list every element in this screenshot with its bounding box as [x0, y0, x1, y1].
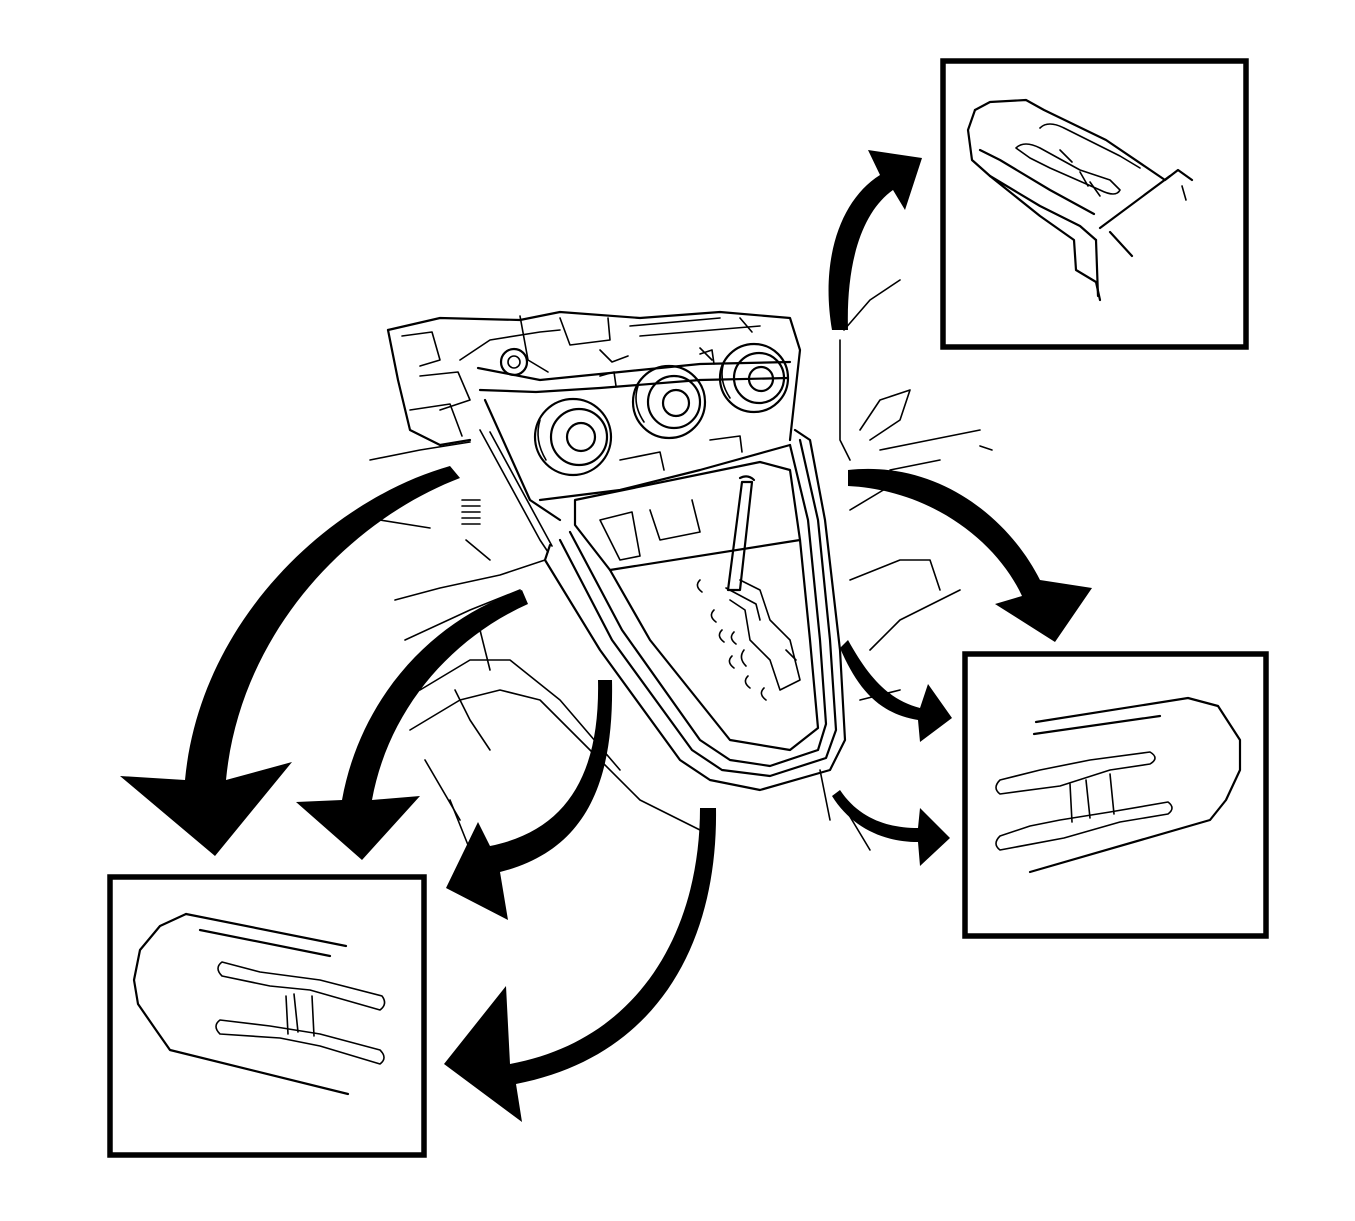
clip-detail-top-right: [940, 58, 1249, 350]
clip-detail-bottom-left: [107, 874, 427, 1158]
knob-left: [533, 397, 613, 477]
center-console: [369, 279, 993, 851]
arrow-to-right-upper: [848, 468, 1092, 642]
arrow-left-inner: [296, 590, 528, 860]
knob-right: [718, 342, 790, 414]
arrow-left-center: [446, 680, 613, 920]
removal-arrows: [120, 150, 1092, 1122]
arrow-to-right-lower: [832, 790, 950, 866]
arrow-bottom-center: [444, 808, 717, 1122]
arrow-left-outer: [120, 466, 460, 856]
arrow-to-top-right: [828, 150, 922, 330]
clip-detail-right: [962, 651, 1269, 939]
knob-center: [631, 364, 707, 440]
arrow-to-right-middle: [840, 640, 952, 742]
